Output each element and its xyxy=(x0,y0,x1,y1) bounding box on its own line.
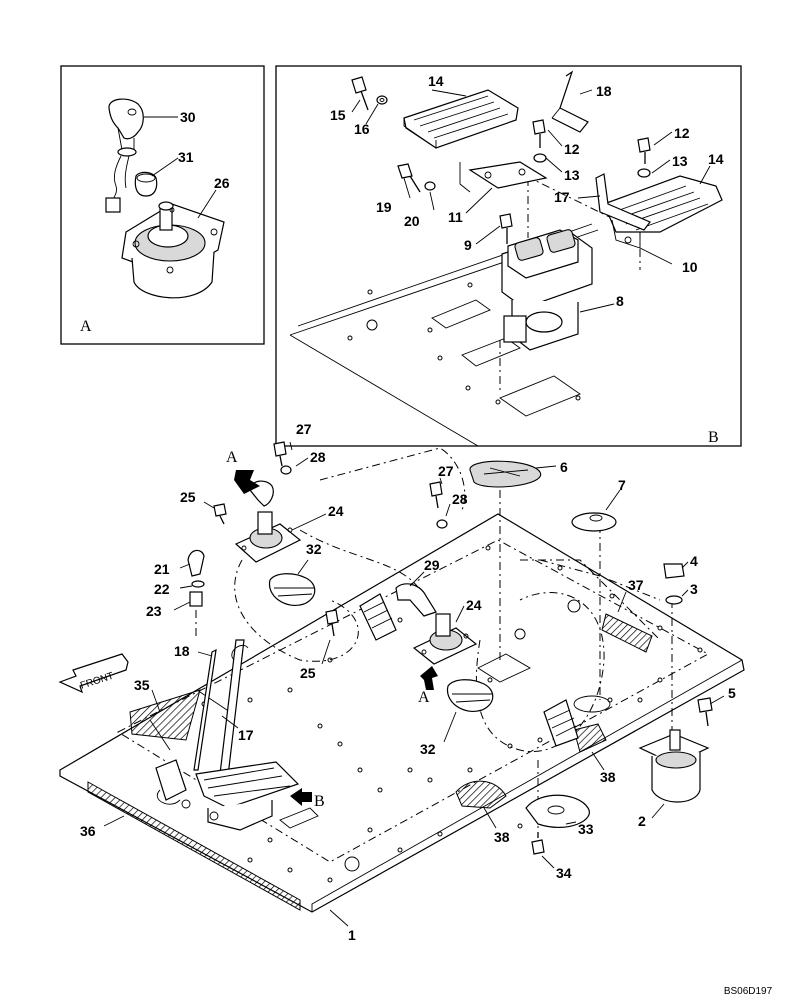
view-marker-a1: A xyxy=(226,449,238,466)
callout-26: 26 xyxy=(214,175,230,191)
callout-36: 36 xyxy=(80,823,96,839)
callout-25-left: 25 xyxy=(180,489,196,505)
detail-a-letter: A xyxy=(80,318,92,335)
pedal-right-icon xyxy=(603,175,723,233)
callout-4: 4 xyxy=(690,553,698,569)
callout-9: 9 xyxy=(464,237,472,253)
detail-b-box: B xyxy=(275,65,742,447)
callout-2: 2 xyxy=(638,813,646,829)
callout-12-right: 12 xyxy=(674,125,690,141)
callout-32-bottom: 32 xyxy=(420,741,436,757)
callout-27-left: 27 xyxy=(296,421,312,437)
callout-15: 15 xyxy=(330,107,346,123)
view-arrow-b-icon xyxy=(290,788,312,806)
main-assembly: FRONT A A B xyxy=(58,441,745,927)
callout-31: 31 xyxy=(178,149,194,165)
callout-37: 37 xyxy=(628,577,644,593)
callout-24-right: 24 xyxy=(466,597,482,613)
callout-38-bottom: 38 xyxy=(494,829,510,845)
callout-16: 16 xyxy=(354,121,370,137)
cover-plate-icon xyxy=(525,794,590,828)
callout-labels: 30 31 26 15 16 14 18 12 13 12 13 14 17 1… xyxy=(80,73,736,943)
travel-lever-left-icon xyxy=(193,648,217,771)
boot-left-icon xyxy=(268,573,316,606)
view-arrow-a2-icon xyxy=(420,666,438,690)
callout-20: 20 xyxy=(404,213,420,229)
joystick-grip-icon xyxy=(108,98,144,140)
callout-30: 30 xyxy=(180,109,196,125)
callout-13-center: 13 xyxy=(564,167,580,183)
detail-b-letter: B xyxy=(708,429,719,446)
view-marker-b: B xyxy=(314,793,325,810)
callout-33: 33 xyxy=(578,821,594,837)
pedal-rod-icon xyxy=(551,70,589,133)
callout-14-right: 14 xyxy=(708,151,724,167)
callout-38-right: 38 xyxy=(600,769,616,785)
callout-24-left: 24 xyxy=(328,503,344,519)
callout-5: 5 xyxy=(728,685,736,701)
drawing-code: BS06D197 xyxy=(724,986,773,997)
boot-icon xyxy=(134,171,158,197)
callout-21: 21 xyxy=(154,561,170,577)
connector-icon xyxy=(105,197,121,213)
callout-28-right: 28 xyxy=(452,491,468,507)
callout-32-top: 32 xyxy=(306,541,322,557)
callout-13-right: 13 xyxy=(672,153,688,169)
callout-14-top: 14 xyxy=(428,73,444,89)
callout-11: 11 xyxy=(448,209,463,225)
callout-22: 22 xyxy=(154,581,170,597)
nut-icon xyxy=(663,563,685,579)
callout-17-bottom: 17 xyxy=(238,727,254,743)
callout-27-right: 27 xyxy=(438,463,454,479)
callout-10: 10 xyxy=(682,259,698,275)
callout-18-top: 18 xyxy=(596,83,612,99)
callout-29: 29 xyxy=(424,557,440,573)
travel-pedals-icon xyxy=(195,761,300,809)
callout-6: 6 xyxy=(560,459,568,475)
callout-12-center: 12 xyxy=(564,141,580,157)
callout-1: 1 xyxy=(348,927,356,943)
bellows-icon xyxy=(359,593,397,641)
callout-35: 35 xyxy=(134,677,150,693)
callout-7: 7 xyxy=(618,477,626,493)
lever-knob-icon xyxy=(187,549,205,577)
bracket-icon xyxy=(468,161,548,189)
view-marker-a2: A xyxy=(418,689,430,706)
callout-17-top: 17 xyxy=(554,189,570,205)
callout-18-bottom: 18 xyxy=(174,643,190,659)
callout-23: 23 xyxy=(146,603,162,619)
callout-34: 34 xyxy=(556,865,572,881)
callout-19: 19 xyxy=(376,199,392,215)
pedal-left-icon xyxy=(403,89,519,149)
front-arrow-icon xyxy=(58,653,129,694)
boot-right-icon xyxy=(446,679,494,712)
callout-3: 3 xyxy=(690,581,698,597)
grommet-7-icon xyxy=(571,512,617,532)
callout-25-right: 25 xyxy=(300,665,316,681)
detail-a-box: A xyxy=(60,65,265,345)
callout-8: 8 xyxy=(616,293,624,309)
callout-28-left: 28 xyxy=(310,449,326,465)
grommet-6-icon xyxy=(469,460,541,488)
view-arrow-a1-icon xyxy=(234,470,260,494)
